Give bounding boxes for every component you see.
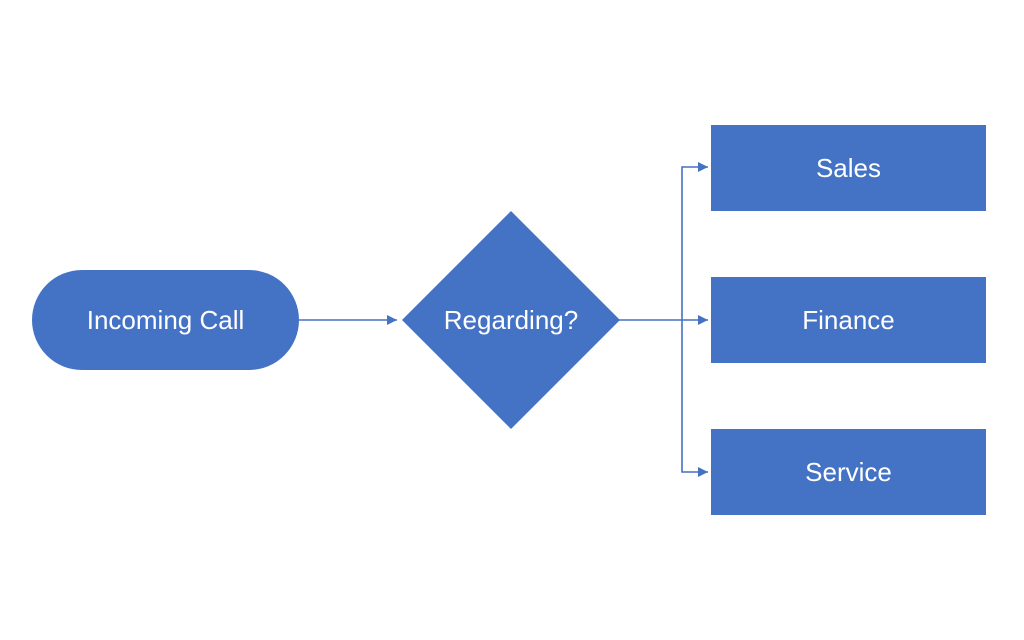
node-label-incoming-call: Incoming Call (87, 305, 245, 335)
node-regarding-decision: Regarding? (402, 211, 620, 429)
process-shape-service (711, 429, 986, 515)
process-shape-sales (711, 125, 986, 211)
node-sales: Sales (711, 125, 986, 211)
node-incoming-call: Incoming Call (32, 270, 299, 370)
node-label-sales: Sales (816, 153, 881, 183)
decision-diamond-shape (402, 211, 620, 429)
node-service: Service (711, 429, 986, 515)
edge-decision-to-sales (681, 162, 708, 320)
node-finance: Finance (711, 277, 986, 363)
edge-decision-to-service (681, 320, 708, 477)
node-label-regarding: Regarding? (444, 305, 578, 335)
process-shape-finance (711, 277, 986, 363)
node-label-finance: Finance (802, 305, 895, 335)
node-label-service: Service (805, 457, 892, 487)
terminator-shape (32, 270, 299, 370)
connectors (299, 162, 708, 477)
